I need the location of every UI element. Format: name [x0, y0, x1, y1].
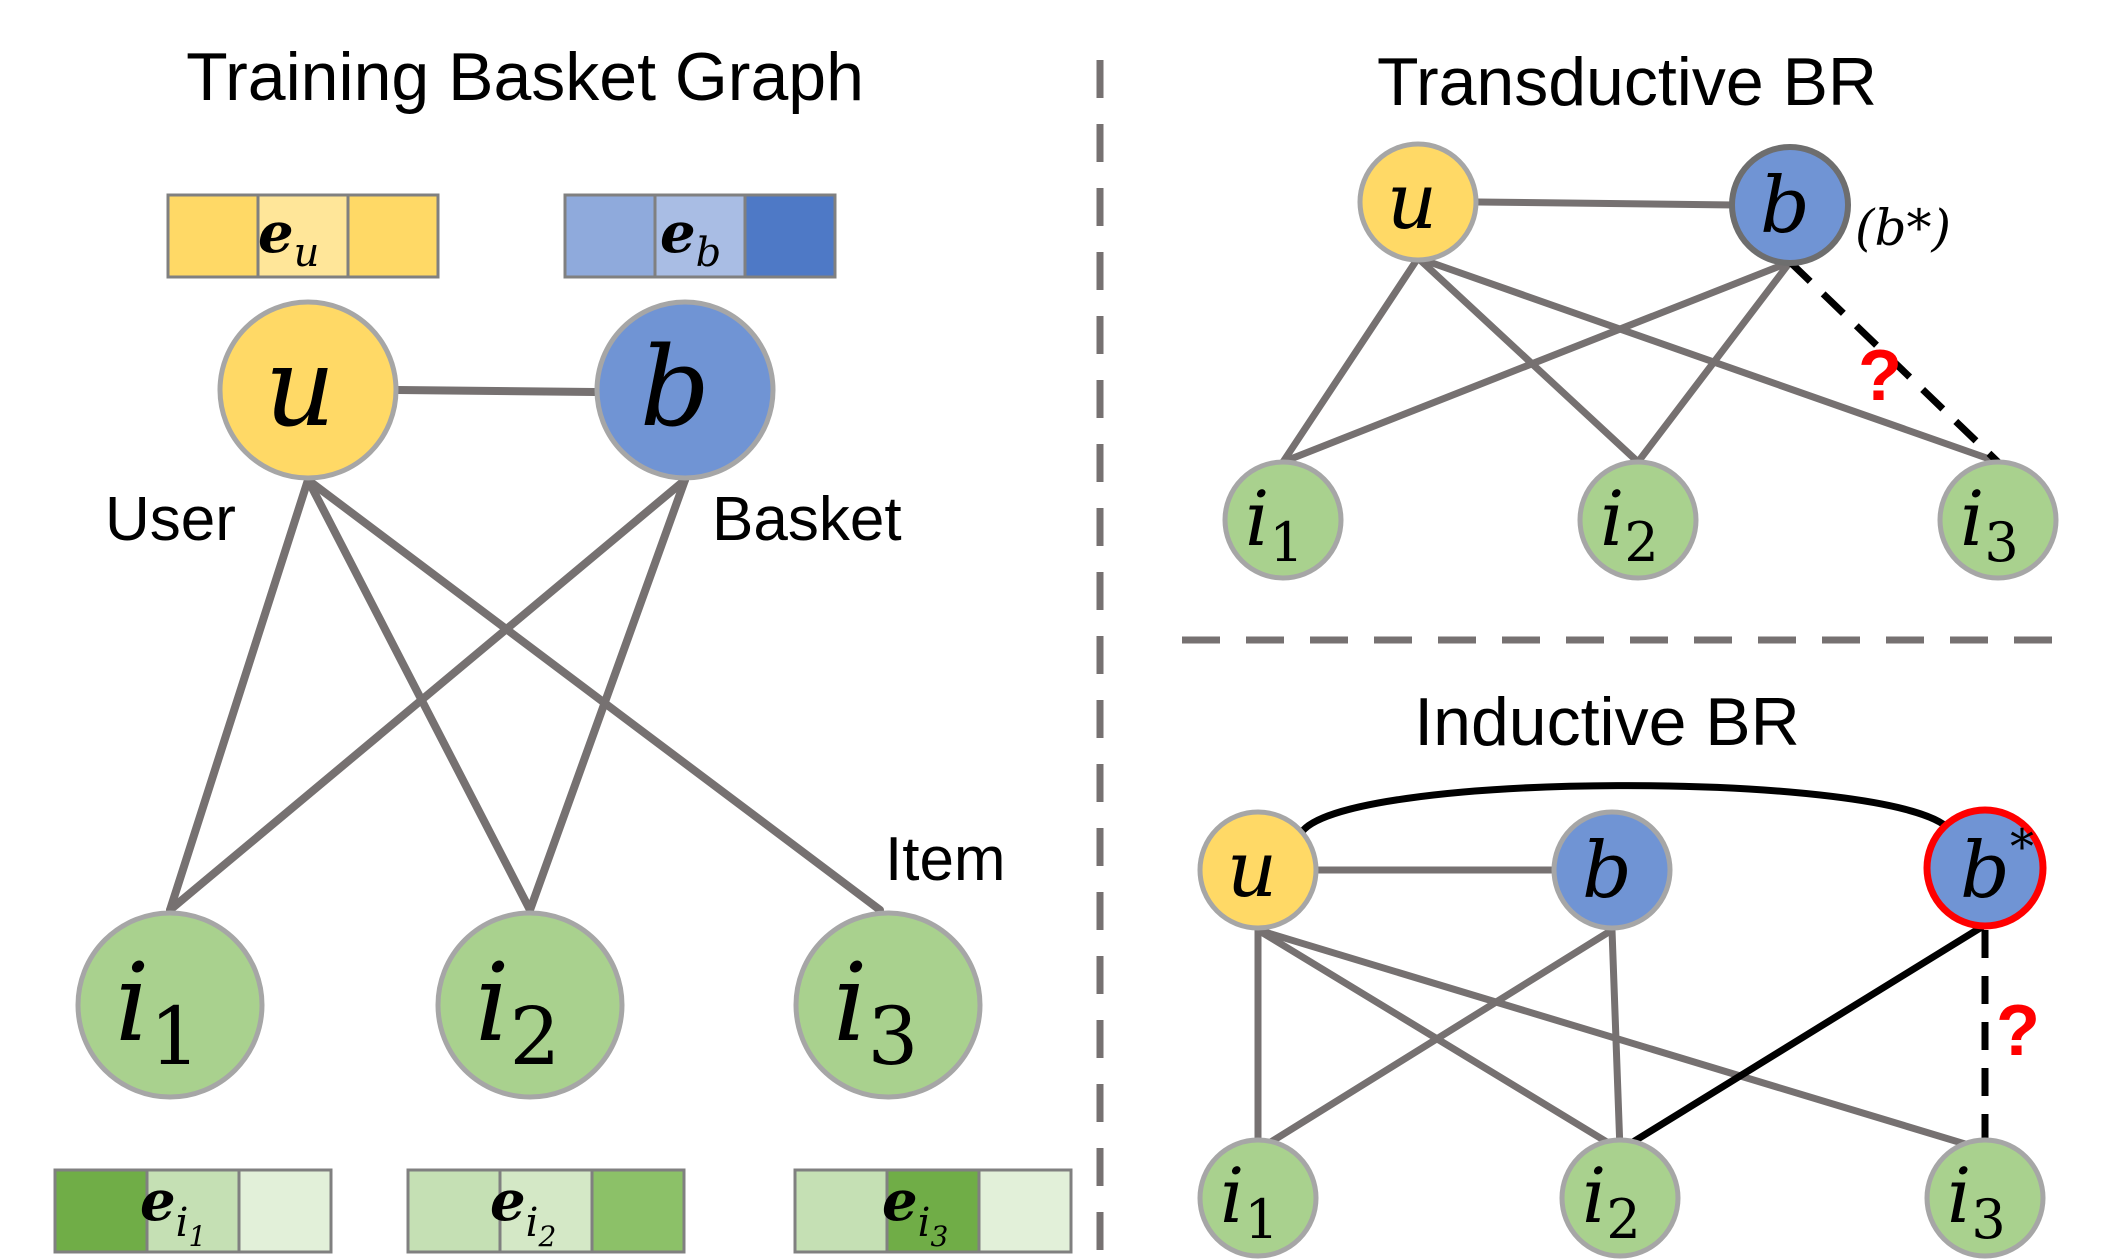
svg-text:i2: i2: [475, 941, 560, 1083]
inductive-target-item-edge: [1618, 922, 1987, 1153]
item2-embedding-bar: ei2: [406, 1168, 686, 1254]
svg-text:i2: i2: [1600, 474, 1659, 574]
transductive-item-node-3: i3: [1937, 459, 2059, 581]
left-item-node-2: i2: [435, 910, 625, 1100]
inductive-target-basket-node: b*: [1923, 806, 2047, 930]
svg-text:i3: i3: [833, 941, 918, 1083]
left-user-node: u: [217, 299, 399, 481]
svg-text:u: u: [1387, 157, 1437, 247]
svg-text:b: b: [1582, 826, 1632, 916]
svg-text:b: b: [1760, 161, 1810, 251]
left-item-node-1: i1: [75, 910, 265, 1100]
svg-text:eu: eu: [258, 200, 319, 276]
inductive-question-mark: ?: [1996, 991, 2040, 1071]
inductive-item-node-2: i2: [1559, 1137, 1681, 1259]
svg-text:i1: i1: [115, 941, 200, 1083]
left-basket-node: b: [594, 299, 776, 481]
left-item-node-3: i3: [793, 910, 983, 1100]
transductive-query-edge: [1787, 259, 2001, 465]
basket-label: Basket: [712, 485, 902, 554]
transductive-item-node-2: i2: [1577, 459, 1699, 581]
inductive-user-node: u: [1197, 809, 1319, 931]
transductive-user-node: u: [1357, 141, 1479, 263]
transductive-target-label: (b*): [1855, 199, 1951, 257]
item1-embedding-bar: ei1: [53, 1168, 333, 1254]
svg-text:i1: i1: [1245, 474, 1304, 574]
inductive-edges: [1254, 866, 1989, 1154]
left-graph-edges: [166, 386, 884, 914]
svg-text:ei1: ei1: [140, 1168, 206, 1253]
transductive-item-node-1: i1: [1222, 459, 1344, 581]
svg-text:b*: b*: [1960, 819, 2034, 916]
svg-text:i3: i3: [1960, 474, 2019, 574]
svg-text:u: u: [1227, 825, 1277, 915]
left-panel-title: Training Basket Graph: [186, 39, 864, 115]
svg-text:i3: i3: [1947, 1151, 2006, 1251]
inductive-user-to-target-arc: [1296, 782, 1953, 837]
transductive-question-mark: ?: [1858, 336, 1902, 416]
basket-embedding-bar: eb: [563, 193, 837, 279]
svg-text:i2: i2: [1582, 1151, 1641, 1251]
transductive-basket-node: b: [1729, 144, 1851, 266]
inductive-item-node-1: i1: [1197, 1137, 1319, 1259]
user-label: User: [105, 485, 236, 554]
svg-text:ei2: ei2: [490, 1168, 556, 1253]
svg-text:b: b: [640, 323, 710, 451]
transductive-title: Transductive BR: [1377, 44, 1877, 120]
inductive-title: Inductive BR: [1414, 684, 1800, 760]
item3-embedding-bar: ei3: [793, 1168, 1073, 1254]
svg-text:u: u: [265, 323, 336, 451]
user-embedding-bar: eu: [166, 193, 440, 279]
svg-text:i1: i1: [1220, 1151, 1279, 1251]
svg-text:ei3: ei3: [882, 1168, 948, 1253]
inductive-basket-node: b: [1551, 809, 1673, 931]
transductive-edges: [1279, 198, 2002, 466]
item-label: Item: [885, 825, 1006, 894]
inductive-item-node-3: i3: [1924, 1137, 2046, 1259]
svg-text:eb: eb: [660, 200, 721, 276]
